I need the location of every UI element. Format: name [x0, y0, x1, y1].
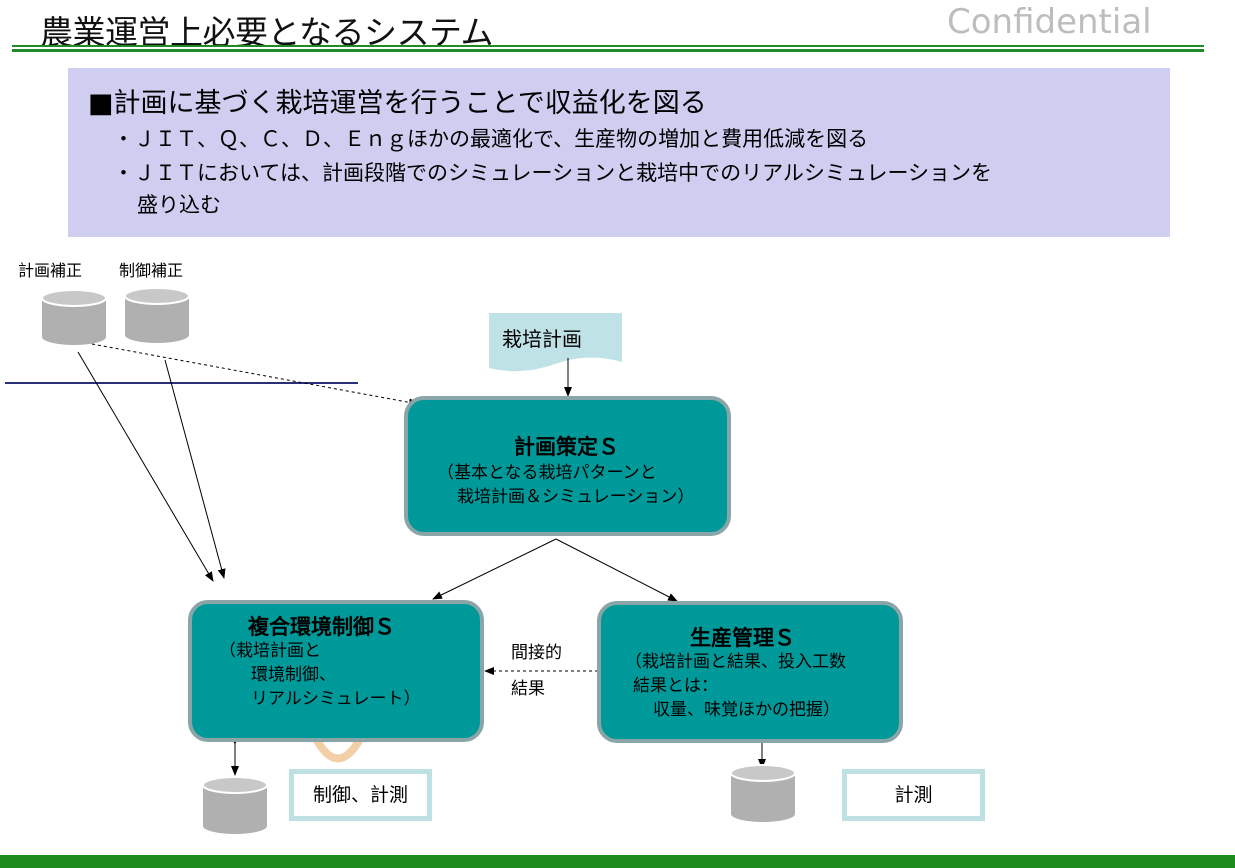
node-prod-line-1: （栽培計画と結果、投入工数 — [625, 652, 846, 672]
loop-arc — [311, 733, 365, 763]
summary-panel — [68, 68, 1170, 237]
header-rule-thick — [12, 49, 1204, 52]
node-planning-line-2: 栽培計画＆シミュレーション） — [457, 487, 695, 507]
database-icon-control-correction — [124, 287, 190, 343]
database-icon-env — [202, 776, 268, 834]
arrow-planning-to-prod — [555, 538, 678, 602]
db-label-plan-correction: 計画補正 — [18, 261, 83, 280]
node-planning-system: 計画策定Ｓ （基本となる栽培パターンと 栽培計画＆シミュレーション） — [404, 396, 731, 536]
node-env-title: 複合環境制御Ｓ — [248, 615, 395, 639]
document-shape-cultivation-plan — [489, 313, 622, 372]
node-production-system: 生産管理Ｓ （栽培計画と結果、投入工数 結果とは： 収量、味覚ほかの把握） — [597, 601, 903, 743]
header-rule — [12, 45, 1204, 47]
edge-label-indirect: 間接的 — [511, 643, 562, 663]
summary-bullet-2-continued: 盛り込む — [137, 193, 221, 217]
node-prod-title: 生産管理Ｓ — [690, 626, 795, 650]
arrow-plan-correction-to-planning — [91, 343, 419, 407]
node-env-line-1: （栽培計画と — [219, 641, 321, 661]
doc-label-cultivation-plan: 栽培計画 — [502, 327, 582, 351]
node-prod-line-3: 収量、味覚ほかの把握） — [653, 700, 840, 720]
node-planning-line-1: （基本となる栽培パターンと — [437, 463, 657, 483]
arrow-plan-correction-to-env — [77, 351, 214, 582]
arrow-control-correction-to-env — [164, 359, 226, 579]
arrow-planning-to-env — [432, 538, 557, 600]
node-planning-title: 計画策定Ｓ — [514, 435, 619, 459]
confidential-label: Confidential — [947, 2, 1152, 42]
footer-bar — [0, 855, 1235, 868]
summary-bullet-1: ・ＪＩＴ、Ｑ、Ｃ、Ｄ、Ｅｎｇほかの最適化で、生産物の増加と費用低減を図る — [113, 127, 869, 151]
database-icon-prod — [730, 764, 796, 822]
edge-label-result: 結果 — [511, 679, 545, 699]
db-label-control-correction: 制御補正 — [119, 261, 184, 280]
node-env-control-system: 複合環境制御Ｓ （栽培計画と 環境制御、 リアルシミュレート） — [188, 600, 484, 742]
node-env-line-2: 環境制御、 — [251, 665, 336, 685]
output-box-measure: 計測 — [842, 769, 985, 821]
database-icon-plan-correction — [41, 289, 107, 345]
node-prod-line-2: 結果とは： — [633, 676, 718, 696]
node-env-line-3: リアルシミュレート） — [251, 689, 421, 709]
summary-heading: ■計画に基づく栽培運営を行うことで収益化を図る — [88, 88, 707, 119]
summary-bullet-2: ・ＪＩＴにおいては、計画段階でのシミュレーションと栽培中でのリアルシミュレーショ… — [113, 161, 993, 185]
output-box-control-measure: 制御、計測 — [289, 769, 432, 821]
